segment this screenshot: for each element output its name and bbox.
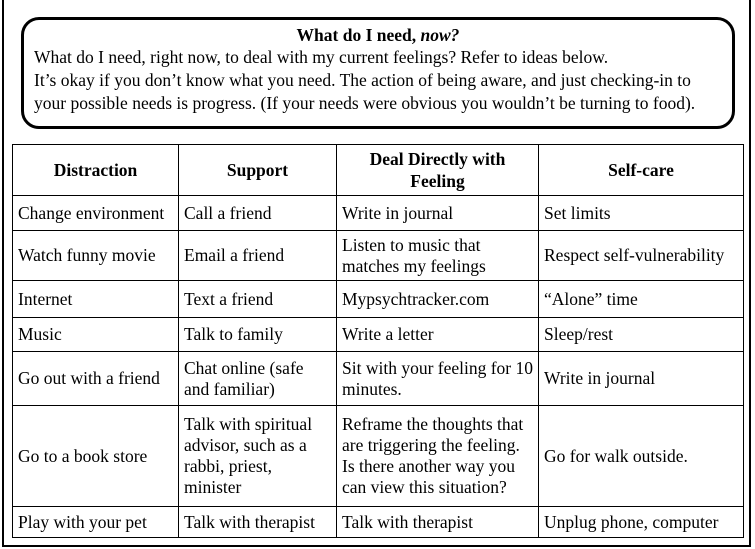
table-cell: Write a letter (336, 317, 539, 352)
table-cell: Reframe the thoughts that are triggering… (336, 405, 539, 507)
table-cell: Talk with therapist (336, 506, 539, 538)
table-cell: Go to a book store (12, 405, 179, 507)
table-cell: Mypsychtracker.com (336, 280, 539, 318)
table-cell: Music (12, 317, 179, 352)
table-cell: Go for walk outside. (538, 405, 744, 507)
table-cell: Sit with your feeling for 10 minutes. (336, 351, 539, 406)
table-row: Watch funny movie Email a friend Listen … (12, 230, 744, 281)
table-cell: Respect self-vulnerability (538, 230, 744, 281)
callout-title-main: What do I need, (296, 25, 421, 45)
table-cell: Call a friend (178, 195, 337, 231)
callout-line-2: It’s okay if you don’t know what you nee… (34, 70, 691, 90)
table-cell: Set limits (538, 195, 744, 231)
table-cell: Go out with a friend (12, 351, 179, 406)
table-cell: Talk with therapist (178, 506, 337, 538)
table-row: Music Talk to family Write a letter Slee… (12, 317, 744, 352)
table-cell: Change environment (12, 195, 179, 231)
callout-line-1: What do I need, right now, to deal with … (34, 47, 609, 67)
table-cell: Chat online (safe and familiar) (178, 351, 337, 406)
table-row: Go out with a friend Chat online (safe a… (12, 351, 744, 406)
table-cell: Sleep/rest (538, 317, 744, 352)
table-cell: Talk with spiritual advisor, such as a r… (178, 405, 337, 507)
table-cell: Email a friend (178, 230, 337, 281)
table-cell: Listen to music that matches my feelings (336, 230, 539, 281)
header-self-care: Self-care (538, 144, 744, 196)
callout-line-3: your possible needs is progress. (If you… (34, 93, 696, 113)
table-cell: Talk to family (178, 317, 337, 352)
table-row: Play with your pet Talk with therapist T… (12, 506, 744, 538)
callout-title: What do I need, now? (34, 24, 722, 46)
table-cell: Write in journal (538, 351, 744, 406)
needs-table: Distraction Support Deal Directly with F… (12, 144, 744, 538)
header-deal-directly: Deal Directly with Feeling (336, 144, 539, 196)
table-cell: Write in journal (336, 195, 539, 231)
header-distraction: Distraction (12, 144, 179, 196)
table-row: Go to a book store Talk with spiritual a… (12, 405, 744, 507)
needs-callout-box: What do I need, now? What do I need, rig… (21, 17, 735, 129)
table-cell: Internet (12, 280, 179, 318)
header-support: Support (178, 144, 337, 196)
table-row: Internet Text a friend Mypsychtracker.co… (12, 280, 744, 318)
table-cell: Watch funny movie (12, 230, 179, 281)
table-row: Change environment Call a friend Write i… (12, 195, 744, 231)
table-cell: Play with your pet (12, 506, 179, 538)
table-cell: Unplug phone, computer (538, 506, 744, 538)
callout-title-emphasis: now? (420, 25, 460, 45)
table-cell: Text a friend (178, 280, 337, 318)
table-cell: “Alone” time (538, 280, 744, 318)
table-header-row: Distraction Support Deal Directly with F… (12, 144, 744, 196)
